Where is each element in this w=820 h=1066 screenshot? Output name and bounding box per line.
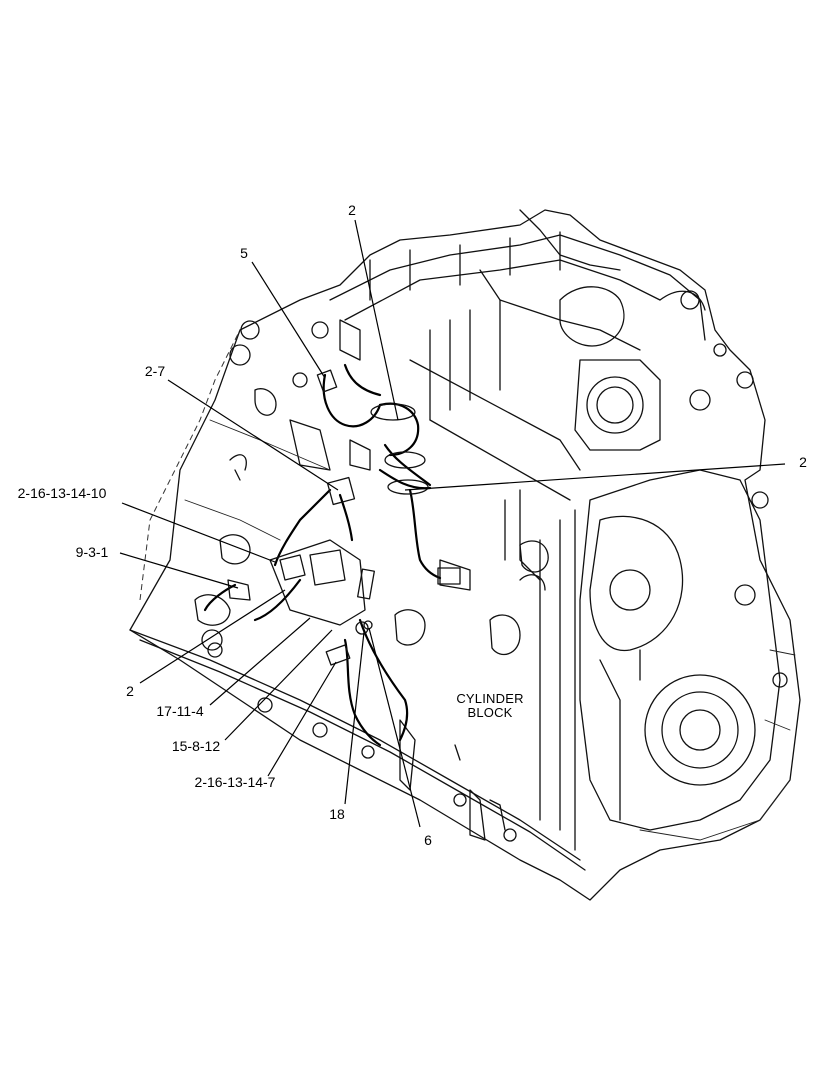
leader-5 xyxy=(251,261,326,379)
callout-2-16-13-14-10: 2-16-13-14-10 xyxy=(18,485,107,501)
leader-18 xyxy=(344,631,365,805)
callout-6: 6 xyxy=(424,832,432,848)
leader-6 xyxy=(368,627,421,828)
callout-2-16-13-14-7: 2-16-13-14-7 xyxy=(195,774,276,790)
callout-2-right: 2 xyxy=(799,454,807,470)
leader-2-bottom xyxy=(139,589,286,684)
leader-2-16-13-14-7 xyxy=(267,661,337,777)
callout-2-bottom: 2 xyxy=(126,683,134,699)
callout-2-top: 2 xyxy=(348,202,356,218)
callout-15-8-12: 15-8-12 xyxy=(172,738,220,754)
leader-2-right xyxy=(404,463,786,491)
leader-9-3-1 xyxy=(119,552,239,589)
callout-labels: 2 5 2-7 2 2-16-13-14-10 9-3-1 2 17-11-4 … xyxy=(18,202,807,848)
engine-block-drawing xyxy=(129,209,801,901)
leader-2-7 xyxy=(167,379,339,491)
callout-17-11-4: 17-11-4 xyxy=(156,703,203,719)
leader-2-top xyxy=(354,219,399,421)
callout-5: 5 xyxy=(240,245,248,261)
block-label-block: BLOCK xyxy=(467,705,512,720)
callout-18: 18 xyxy=(329,806,345,822)
leader-lines xyxy=(119,219,786,828)
wiring-harness xyxy=(203,363,461,747)
block-label-cylinder: CYLINDER xyxy=(456,691,523,706)
callout-2-7: 2-7 xyxy=(145,363,165,379)
leader-2-16-13-14-10 xyxy=(121,502,276,563)
callout-9-3-1: 9-3-1 xyxy=(76,544,109,560)
leader-17-11-4 xyxy=(209,617,311,706)
leader-15-8-12 xyxy=(224,629,333,741)
